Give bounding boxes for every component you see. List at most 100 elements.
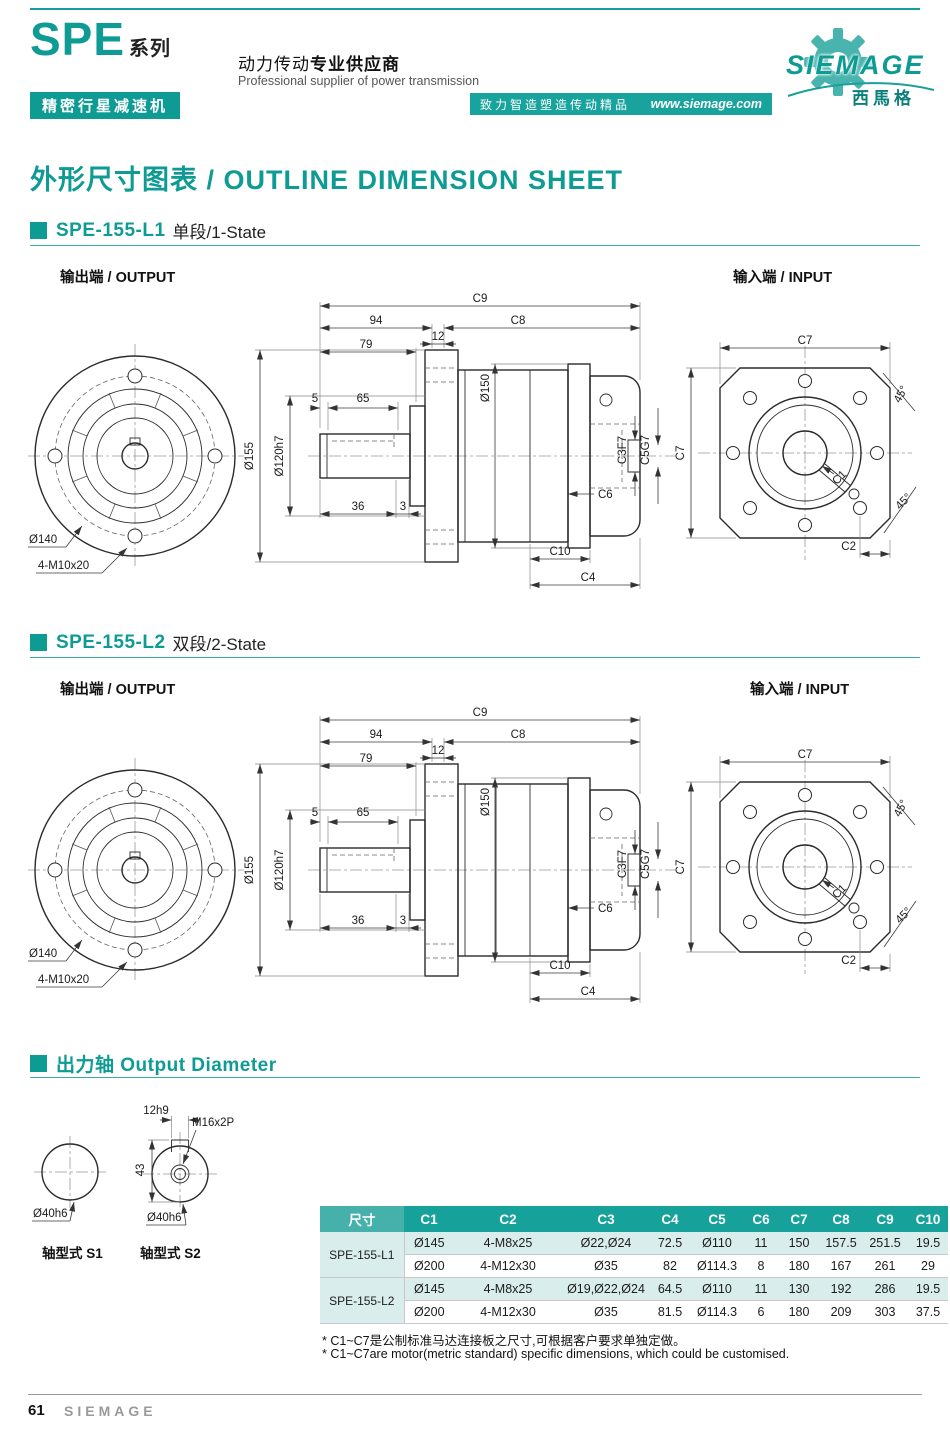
dim-120h7: Ø120h7 — [274, 850, 286, 891]
cell: Ø200 — [404, 1254, 454, 1278]
dim-c2: C2 — [841, 955, 856, 967]
dim-94: 94 — [370, 729, 383, 741]
dim-5: 5 — [312, 807, 318, 819]
logo-wordmark: SIEMAGE — [786, 50, 925, 80]
section-bullet-icon — [30, 634, 47, 651]
dimension-table-wrap: 尺寸 C1 C2 C3 C4 C5 C6 C7 C8 C9 C10 SPE-15… — [320, 1206, 948, 1324]
page-title: 外形尺寸图表 / OUTLINE DIMENSION SHEET — [30, 165, 624, 195]
dim-c5g7: C5G7 — [640, 849, 652, 879]
dim-c4: C4 — [581, 986, 596, 998]
side-section-view: C9 94 C8 12 79 Ø150 5 65 Ø155 Ø120h7 C3F… — [244, 707, 676, 1003]
dim-c5g7: C5G7 — [640, 435, 652, 465]
cell: 4-M8x25 — [454, 1277, 562, 1301]
drawing-spe155-l2: Ø140 4-M10x20 — [28, 707, 917, 1003]
dim-120h7: Ø120h7 — [274, 436, 286, 477]
section2-type: 双段/2-State — [172, 635, 267, 654]
shaft-s2-view: 12h9 43 M16x2P Ø40h6 轴型式 S2 — [135, 1105, 235, 1261]
cell: 29 — [908, 1254, 948, 1278]
header-rule — [30, 8, 920, 10]
shaft-type-s1-label: 轴型式 S1 — [42, 1245, 103, 1261]
dim-flange-diameter: Ø140 — [29, 948, 57, 960]
dim-36: 36 — [352, 915, 365, 927]
table-row: SPE-155-L1 Ø145 4-M8x25 Ø22,Ø24 72.5 Ø11… — [320, 1232, 948, 1278]
tagline-zh: 动力传动专业供应商 — [238, 50, 400, 75]
cell: 8 — [744, 1254, 778, 1278]
cell: Ø19,Ø22,Ø24 — [562, 1277, 650, 1301]
section-bullet-icon — [30, 1055, 47, 1072]
output-flange-view: Ø140 4-M10x20 — [28, 344, 244, 574]
cell: 19.5 — [908, 1277, 948, 1301]
table-note-zh: * C1~C7是公制标准马达连接板之尺寸,可根据客户要求单独定做。 — [322, 1334, 686, 1348]
cell: Ø145 — [404, 1277, 454, 1301]
cell: 286 — [862, 1277, 908, 1301]
model-cell: SPE-155-L1 — [320, 1232, 405, 1278]
drawing-spe155-l1: Ø140 4-M10x20 — [28, 293, 917, 589]
section1-model: SPE-155-L1 — [56, 219, 166, 241]
dim-3: 3 — [400, 915, 406, 927]
tagline-en: Professional supplier of power transmiss… — [238, 74, 480, 88]
dim-c7-side: C7 — [675, 860, 687, 875]
col-header: C3 — [562, 1206, 650, 1232]
cell: Ø35 — [562, 1300, 650, 1324]
section3-heading: 出力轴 Output Diameter — [30, 1050, 277, 1077]
dim-c7-top: C7 — [798, 749, 813, 761]
col-header: 尺寸 — [320, 1206, 404, 1232]
brand-text: SPE — [30, 13, 126, 65]
cell: Ø35 — [562, 1254, 650, 1278]
cell: Ø145 — [404, 1232, 454, 1255]
brand-suffix: 系列 — [129, 38, 172, 60]
output-flange-view: Ø140 4-M10x20 — [28, 758, 244, 988]
dim-key-height: 43 — [135, 1164, 147, 1177]
dim-94: 94 — [370, 315, 383, 327]
col-header: C5 — [690, 1206, 744, 1232]
dim-c8: C8 — [511, 729, 526, 741]
dim-c10: C10 — [549, 546, 570, 558]
cell: Ø110 — [690, 1232, 744, 1255]
dim-c6: C6 — [598, 903, 613, 915]
dim-bolt-spec: 4-M10x20 — [38, 974, 89, 986]
cell: 167 — [820, 1254, 862, 1278]
page-number: 61 — [28, 1402, 45, 1419]
dim-36: 36 — [352, 501, 365, 513]
dim-key-width: 12h9 — [143, 1105, 169, 1117]
table-row: SPE-155-L2 Ø145 4-M8x25 Ø19,Ø22,Ø24 64.5… — [320, 1277, 948, 1324]
col-header: C9 — [862, 1206, 908, 1232]
cell: 251.5 — [862, 1232, 908, 1255]
cell: 11 — [744, 1232, 778, 1255]
input-flange-view: C7 C7 45° 45° C1 C2 — [675, 335, 917, 560]
dim-c4: C4 — [581, 572, 596, 584]
shaft-type-s2-label: 轴型式 S2 — [140, 1245, 201, 1261]
cell: Ø114.3 — [690, 1300, 744, 1324]
dim-155: Ø155 — [244, 442, 256, 470]
dim-5: 5 — [312, 393, 318, 405]
dim-c3f7: C3F7 — [617, 436, 629, 464]
dim-shaft-diameter-s2: Ø40h6 — [147, 1212, 182, 1224]
table-note-en: * C1~C7are motor(metric standard) specif… — [322, 1347, 790, 1361]
output-view-label-1: 输出端 / OUTPUT — [60, 270, 176, 286]
dim-c7-top: C7 — [798, 335, 813, 347]
cell: 72.5 — [650, 1232, 690, 1255]
logo-cn-text: 西馬格 — [852, 89, 915, 108]
cell: 82 — [650, 1254, 690, 1278]
cell: 209 — [820, 1300, 862, 1324]
input-view-label-2: 输入端 / INPUT — [750, 682, 850, 698]
cell: Ø110 — [690, 1277, 744, 1301]
col-header: C6 — [744, 1206, 778, 1232]
cell: Ø22,Ø24 — [562, 1232, 650, 1255]
dim-flange-diameter: Ø140 — [29, 534, 57, 546]
slogan-text: 致力智造塑造传动精品 — [480, 97, 631, 112]
cell: 180 — [778, 1300, 820, 1324]
cell: 192 — [820, 1277, 862, 1301]
section2-model: SPE-155-L2 — [56, 631, 166, 653]
col-header: C7 — [778, 1206, 820, 1232]
logo-swoosh-icon — [787, 82, 935, 97]
table-row: Ø200 4-M12x30 Ø35 81.5 Ø114.3 6 180 209 … — [320, 1300, 948, 1324]
cell: 4-M8x25 — [454, 1232, 562, 1255]
section1-type: 单段/1-State — [172, 223, 267, 242]
dim-150: Ø150 — [480, 788, 492, 816]
dim-c7-side: C7 — [675, 446, 687, 461]
dim-c8: C8 — [511, 315, 526, 327]
cell: 4-M12x30 — [454, 1300, 562, 1324]
